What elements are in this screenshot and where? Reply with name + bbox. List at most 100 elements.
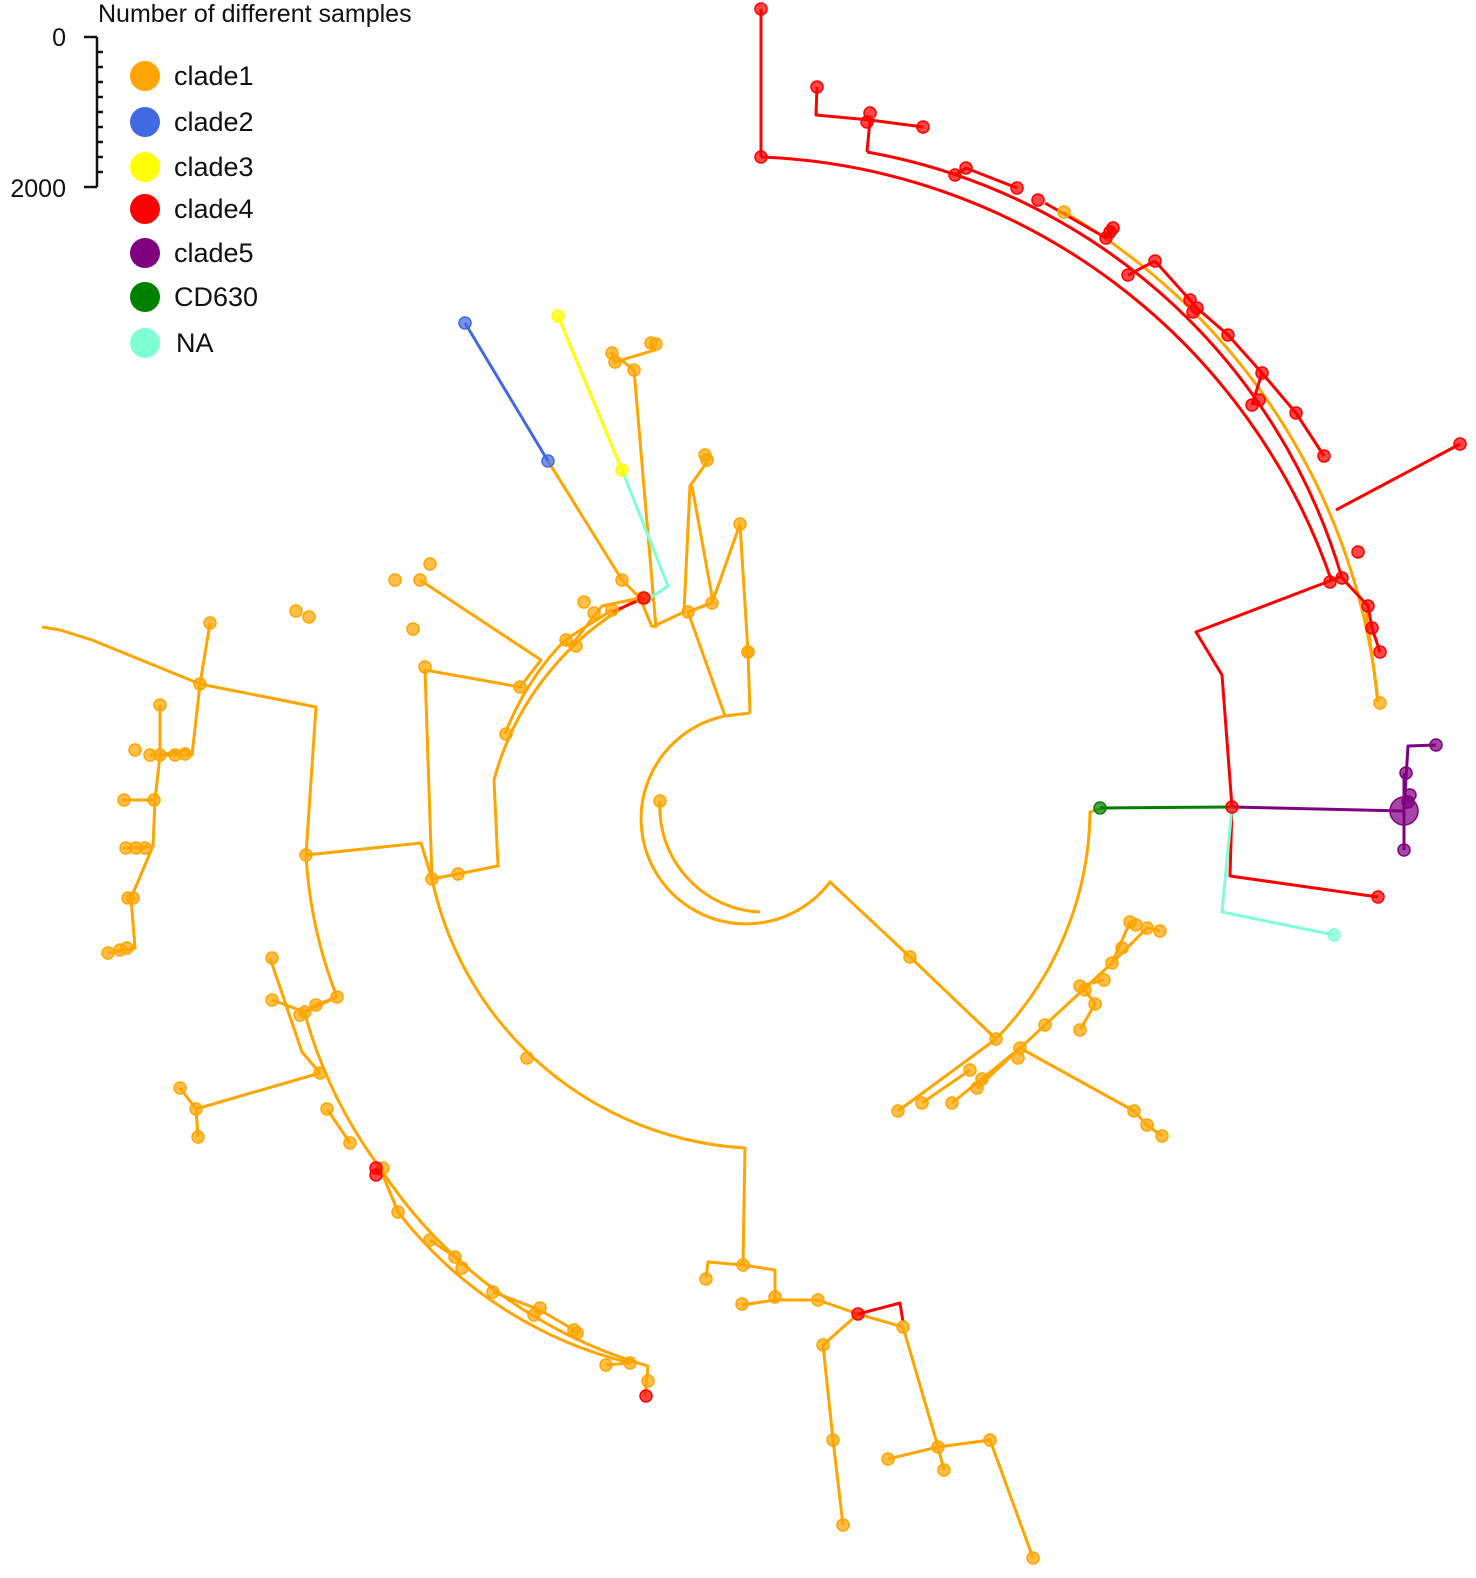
tree-tip-node — [577, 595, 591, 609]
tree-tip-node — [903, 950, 917, 964]
tree-tip-node — [1127, 1104, 1141, 1118]
tree-tip-node — [916, 120, 930, 134]
tree-tip-node — [193, 677, 207, 691]
tree-tip-node — [189, 1102, 203, 1116]
tree-branch — [1099, 805, 1233, 810]
tree-branch — [658, 800, 761, 914]
tree-tip-node — [173, 1081, 187, 1095]
tree-tip-node — [513, 680, 527, 694]
tree-branch — [687, 485, 715, 614]
tree-tip-node — [1225, 800, 1239, 814]
tree-branch — [431, 596, 641, 881]
tree-branch — [738, 523, 752, 714]
tree-tip-node — [1010, 181, 1024, 195]
tree-branch — [150, 683, 202, 757]
tree-tip-node — [265, 951, 279, 965]
tree-tip-node — [623, 1356, 637, 1370]
tree-tip-node — [541, 454, 555, 468]
legend-swatch-clade3 — [130, 152, 160, 182]
tree-tip-node — [733, 517, 747, 531]
tree-branch — [463, 322, 550, 462]
tree-tip-node — [736, 1258, 750, 1272]
tree-branch — [639, 711, 998, 1041]
tree-branch — [857, 1312, 940, 1461]
tree-tip-node — [608, 355, 622, 369]
tree-branch — [857, 1301, 905, 1323]
tree-branch — [199, 682, 318, 856]
tree-branch — [304, 1017, 382, 1169]
tree-tip-node — [101, 946, 115, 960]
tree-tip-node — [881, 1452, 895, 1466]
legend-item-clade5: clade5 — [130, 238, 254, 268]
tree-tip-node — [309, 998, 323, 1012]
tree-tip-node — [320, 1102, 334, 1116]
tree-tip-node — [931, 1440, 945, 1454]
tree-tip-node — [1351, 545, 1365, 559]
tree-tip-node — [1031, 193, 1045, 207]
tree-tip-node — [816, 1338, 830, 1352]
tree-tip-node — [120, 941, 134, 955]
tree-tip-node — [1397, 843, 1411, 857]
tree-tip-node — [587, 606, 601, 620]
tree-tip-node — [1429, 738, 1443, 752]
tree-tip-node — [570, 1326, 584, 1340]
tree-tip-node — [644, 336, 658, 350]
tree-tip-node — [637, 591, 651, 605]
tree-tip-node — [1106, 221, 1120, 235]
legend-item-clade3: clade3 — [130, 152, 254, 182]
scale-tick-min: 0 — [52, 24, 66, 52]
tree-branch — [122, 705, 162, 802]
tree-tip-node — [605, 603, 619, 617]
tree-tip-node — [569, 639, 583, 653]
tree-tip-node — [699, 1272, 713, 1286]
tree-tip-node — [1097, 973, 1111, 987]
tree-branch — [817, 1298, 860, 1526]
tree-branch — [268, 957, 322, 1074]
legend-item-clade4: clade4 — [130, 194, 254, 224]
tree-tip-node — [627, 363, 641, 377]
tree-tip-node — [641, 1374, 655, 1388]
tree-tip-node — [860, 115, 874, 129]
tree-tip-node — [989, 1032, 1003, 1046]
tree-branch — [378, 1167, 632, 1367]
legend-label-clade3: clade3 — [174, 152, 254, 182]
clade-legend: clade1 clade2 clade3 clade4 clade5 CD630… — [130, 61, 258, 358]
tree-tip-node — [413, 573, 427, 587]
tree-tip-node — [153, 748, 167, 762]
tree-tip-node — [836, 1518, 850, 1532]
tree-tip-node — [948, 168, 962, 182]
tree-tip-node — [423, 1233, 437, 1247]
legend-swatch-clade5 — [130, 238, 160, 268]
tree-branch — [1340, 576, 1382, 653]
tree-nodes — [101, 2, 1467, 1565]
legend-item-na: NA — [130, 328, 214, 358]
tree-tip-node — [1129, 918, 1143, 932]
tree-tip-node — [681, 605, 695, 619]
tree-tip-node — [486, 1285, 500, 1299]
sample-count-scale: Number of different samples 0 2000 — [10, 0, 411, 203]
tree-tip-node — [891, 1104, 905, 1118]
tree-tip-node — [945, 1096, 959, 1110]
tree-tip-node — [369, 1168, 383, 1182]
tree-tip-node — [1153, 924, 1167, 938]
tree-tip-node — [1245, 398, 1259, 412]
legend-swatch-clade4 — [130, 194, 160, 224]
legend-swatch-clade1 — [130, 61, 160, 91]
tree-tip-node — [425, 872, 439, 886]
legend-item-cd630: CD630 — [130, 282, 258, 312]
tree-branch — [897, 1037, 997, 1113]
tree-branch — [198, 622, 212, 685]
tree-tip-node — [1038, 1018, 1052, 1032]
tree-tip-node — [698, 448, 712, 462]
tree-tip-node — [896, 1320, 910, 1334]
tree-branch — [1220, 806, 1335, 937]
tree-tip-node — [1373, 645, 1387, 659]
tree-tip-node — [1011, 1051, 1025, 1065]
tree-tip-node — [551, 309, 565, 323]
tree-tip-node — [1453, 437, 1467, 451]
tree-branch — [123, 799, 157, 850]
legend-item-clade2: clade2 — [130, 107, 254, 137]
tree-tip-node — [313, 1066, 327, 1080]
tree-tip-node — [735, 1297, 749, 1311]
